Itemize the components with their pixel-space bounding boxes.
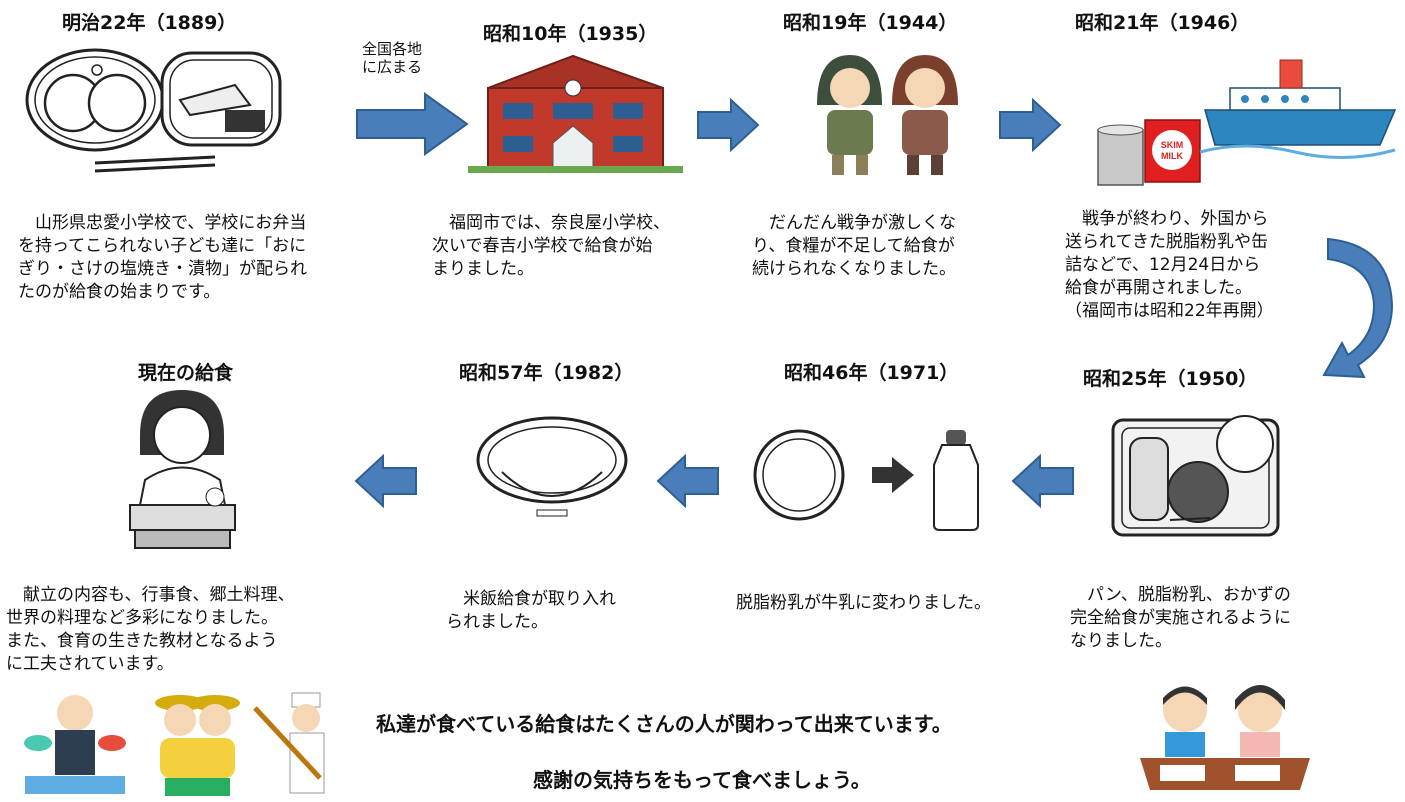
step-4-description: 戦争が終わり、外国から 送られてきた脱脂粉乳や缶 詰などで、12月24日から 給… (1065, 209, 1274, 321)
step-3-title: 昭和19年（1944） (783, 12, 958, 34)
step-7-title: 昭和57年（1982） (459, 362, 634, 384)
right-arrow-icon (998, 98, 1063, 153)
step-1-description: 山形県忠愛小学校で、学校にお弁当 を持ってこられない子ども達に「おに ぎり・さけ… (18, 213, 307, 302)
slogan-line-1: 私達が食べている給食はたくさんの人が関わって出来ています。 (376, 712, 952, 736)
step-5-description: パン、脱脂粉乳、おかずの 完全給食が実施されるように なりました。 (1070, 585, 1291, 651)
right-arrow-icon (355, 92, 470, 157)
tray-meal-illustration (1110, 410, 1285, 540)
step-7-description: 米飯給食が取り入れ られました。 (446, 589, 616, 632)
children-eating-illustration (1140, 680, 1310, 798)
step-3-description: だんだん戦争が激しくな り、食糧が不足して給食が 続けられなくなりました。 (752, 213, 956, 279)
food-workers-illustration (20, 688, 340, 800)
left-arrow-icon (353, 454, 418, 509)
step-2-description: 福岡市では、奈良屋小学校、 次いで春吉小学校で給食が始 まりました。 (432, 213, 670, 279)
left-arrow-icon (655, 454, 720, 509)
wartime-children-illustration (812, 50, 967, 180)
step-1-title: 明治22年（1889） (62, 12, 237, 34)
step-6-description: 脱脂粉乳が牛乳に変わりました。 (736, 593, 991, 613)
slogan-line-2: 感謝の気持ちをもって食べましょう。 (533, 768, 871, 792)
svg-text:MILK: MILK (1161, 151, 1183, 161)
milk-change-illustration (752, 425, 992, 535)
relief-supplies-illustration: SKIM MILK (1095, 40, 1400, 190)
left-arrow-icon (1010, 454, 1075, 509)
rice-bowl-illustration (472, 410, 632, 530)
svg-text:SKIM: SKIM (1161, 140, 1184, 150)
step-2-title: 昭和10年（1935） (483, 23, 658, 45)
step-8-description: 献立の内容も、行事食、郷土料理、 世界の料理など多彩になりました。 また、食育の… (6, 585, 295, 674)
step-4-title: 昭和21年（1946） (1075, 12, 1250, 34)
step-6-title: 昭和46年（1971） (784, 362, 959, 384)
onigiri-salmon-illustration (25, 45, 300, 175)
curved-down-arrow-icon (1320, 225, 1402, 385)
school-building-illustration (468, 48, 683, 173)
modern-lunch-illustration (120, 385, 245, 550)
arrow-note: 全国各地 に広まる (362, 40, 423, 76)
right-arrow-icon (696, 98, 761, 153)
step-8-title: 現在の給食 (138, 362, 234, 384)
step-5-title: 昭和25年（1950） (1083, 368, 1258, 390)
